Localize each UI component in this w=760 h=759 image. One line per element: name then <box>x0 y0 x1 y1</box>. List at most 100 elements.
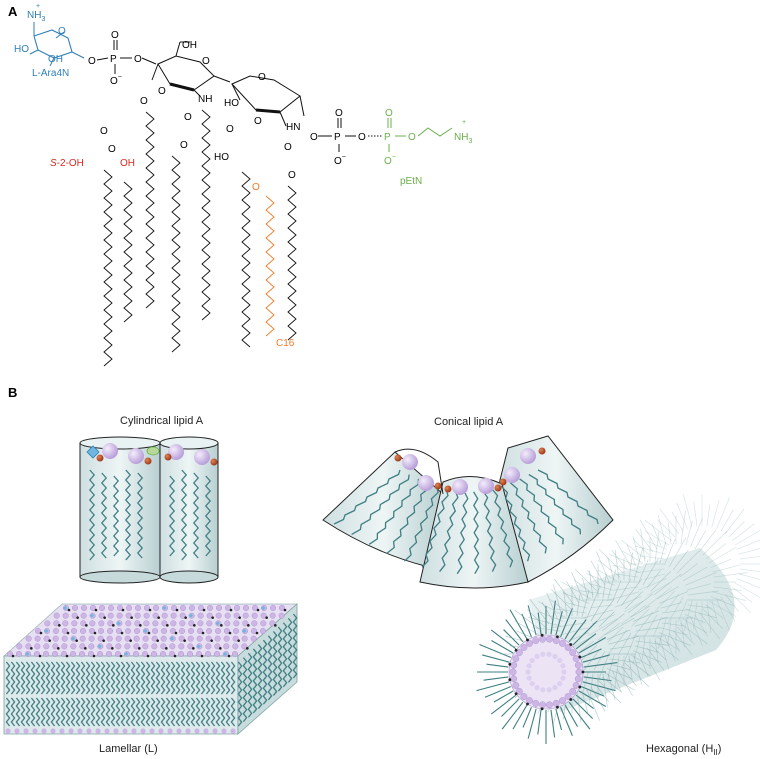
radial-acyl-tail <box>527 708 537 739</box>
radial-acyl-tail <box>537 709 542 735</box>
radial-acyl-tail <box>687 590 719 596</box>
phosphate-bead <box>247 624 250 627</box>
radial-acyl-tail <box>618 632 632 655</box>
acyl-tail <box>192 472 200 559</box>
radial-acyl-tail <box>693 601 698 630</box>
phosphate-bead <box>210 458 218 466</box>
headgroup-bead <box>52 643 59 650</box>
radial-acyl-tail <box>711 600 719 625</box>
radial-acyl-tail <box>576 691 582 723</box>
headgroup-bead <box>115 628 122 635</box>
radial-acyl-tail <box>555 608 587 614</box>
radial-acyl-tail <box>720 596 736 622</box>
headgroup-bead <box>250 628 257 635</box>
proximal-anomeric-o: O <box>310 132 318 143</box>
radial-acyl-tail <box>664 538 676 566</box>
ara-phosphate: O P O O− O <box>88 30 157 87</box>
acyl-tail <box>509 482 548 554</box>
radial-acyl-tail <box>657 618 667 649</box>
acyl-tail <box>60 661 66 695</box>
acyl-tail <box>100 697 106 727</box>
headgroup-bead <box>168 444 184 460</box>
radial-acyl-tail <box>602 573 607 599</box>
headgroup-bead <box>98 605 105 612</box>
proximal-phosphate: P O O− O <box>318 108 382 167</box>
ara4n-diamond <box>143 628 148 634</box>
headgroup-bead <box>131 728 137 734</box>
hexagonal-lipids <box>476 494 760 744</box>
radial-acyl-tail <box>654 637 659 663</box>
headgroup-bead <box>206 620 213 627</box>
phosphate-bead <box>144 457 152 465</box>
acyl-tail <box>35 661 41 695</box>
radial-acyl-tail <box>501 701 524 730</box>
headgroup-bead <box>134 612 141 619</box>
phosphate-bead <box>237 639 240 642</box>
headgroup-bead <box>205 628 212 635</box>
inner-headgroup-bead <box>529 680 535 687</box>
radial-acyl-tail <box>738 548 760 555</box>
radial-acyl-tail <box>657 519 676 538</box>
radial-acyl-tail <box>627 593 653 614</box>
radial-acyl-tail <box>514 609 543 632</box>
acyl-tail <box>215 697 221 727</box>
radial-acyl-tail <box>601 676 623 693</box>
radial-acyl-tail <box>588 673 594 705</box>
acyl-tail <box>105 661 111 695</box>
fatty-acid-chains <box>103 109 297 367</box>
headgroup-bead <box>141 651 148 658</box>
radial-acyl-tail <box>646 540 668 550</box>
acyl-tail <box>230 697 236 727</box>
acyl-tail <box>237 661 243 727</box>
acyl-tail <box>145 697 151 727</box>
acyl-o-7: O <box>284 142 292 153</box>
phosphate-bead <box>220 624 223 627</box>
acyl-tail <box>70 661 76 695</box>
radial-acyl-tail <box>583 662 618 668</box>
acyl-chain <box>171 155 181 353</box>
headgroup-bead <box>179 620 186 627</box>
radial-acyl-tail <box>581 590 590 618</box>
headgroup-bead <box>71 620 78 627</box>
radial-acyl-tail <box>593 650 606 671</box>
radial-acyl-tail <box>514 620 540 636</box>
headgroup-bead <box>572 655 580 662</box>
acyl-tail <box>150 661 156 695</box>
headgroup-bead <box>205 635 212 642</box>
radial-acyl-tail <box>621 539 647 560</box>
acyl-chain <box>103 169 113 367</box>
radial-acyl-tail <box>601 613 625 632</box>
headgroup-bead <box>98 620 105 627</box>
acyl-tail <box>25 661 31 695</box>
radial-acyl-tail <box>728 590 752 614</box>
headgroup-bead <box>178 628 185 635</box>
acyl-tail <box>185 697 191 727</box>
phosphate-bead <box>538 447 546 455</box>
lamellar-phase <box>2 603 299 735</box>
headgroup-bead <box>97 628 104 635</box>
radial-acyl-tail <box>672 549 689 571</box>
radial-acyl-tail <box>501 698 520 717</box>
headgroup-bead <box>77 728 83 734</box>
radial-acyl-tail <box>609 658 641 664</box>
radial-acyl-tail <box>665 593 680 612</box>
radial-acyl-tail <box>608 663 631 670</box>
radial-acyl-tail <box>582 681 616 692</box>
radial-acyl-tail <box>553 584 563 618</box>
headgroup-bead <box>160 635 167 642</box>
acyl-o-5: O <box>184 112 192 123</box>
phosphate-bead <box>556 635 559 639</box>
acyl-tail <box>15 697 21 727</box>
radial-acyl-tail <box>683 494 693 528</box>
acyl-tail <box>200 697 206 727</box>
radial-acyl-tail <box>734 530 760 546</box>
acyl-tail <box>130 661 136 695</box>
radial-acyl-tail <box>655 590 676 611</box>
headgroup-bead <box>125 605 132 612</box>
headgroup-bead <box>269 620 276 627</box>
headgroup-bead <box>98 612 105 619</box>
ara-link-o: O <box>88 56 96 67</box>
ara4n-diamond <box>261 605 266 611</box>
phosphate-bead <box>514 648 518 652</box>
radial-acyl-tail <box>604 617 635 636</box>
